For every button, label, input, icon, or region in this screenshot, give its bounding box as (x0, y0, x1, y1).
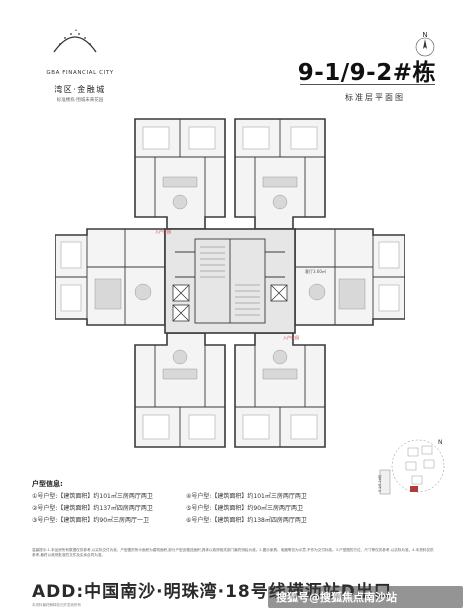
key-plan-label: 9-1/9-2#栋 (377, 474, 382, 492)
title-divider (300, 84, 435, 85)
floor-plan: 入户花园 入户花园 客厅3.60㎡ (55, 118, 405, 448)
plan-label-area: 客厅3.60㎡ (305, 268, 326, 274)
plan-label-entry-garden-a: 入户花园 (155, 228, 171, 234)
brand-name-cn: 湾区·金融城 (54, 85, 106, 94)
unit-right (294, 228, 405, 326)
footer-note: 本资料最终解释权归开发商所有 (32, 603, 81, 607)
watermark-background (268, 586, 463, 608)
page-subtitle: 标准层平面图 (345, 93, 405, 102)
unit-info-item: ⑥号户型:【建筑面积】约138㎡四房两厅两卫 (186, 517, 307, 524)
unit-info-item: ⑤号户型:【建筑面积】约90㎡三房两厅两卫 (186, 505, 304, 512)
brand-logo-icon (53, 29, 97, 53)
north-label: N (422, 31, 427, 39)
key-plan-north-label: N (438, 439, 443, 446)
plan-label-entry-garden-b: 入户花园 (283, 334, 299, 340)
unit-info-title: 户型信息: (32, 480, 63, 488)
key-plan-icon: N 9-1/9-2#栋 (377, 439, 445, 495)
unit-info-item: ③号户型:【建筑面积】约90㎡三房两厅一卫 (32, 517, 150, 524)
north-compass-icon: N (415, 31, 435, 57)
page-title: 9-1/9-2#栋 (297, 60, 436, 86)
unit-info-item: ②号户型:【建筑面积】约137㎡四房两厅两卫 (32, 505, 153, 512)
brand-name-en: GBA FINANCIAL CITY (46, 70, 114, 76)
unit-info-item: ①号户型:【建筑面积】约101㎡三房两厅两卫 (32, 493, 153, 500)
brand-slogan: 标准楼栋·围城未来花园 (56, 98, 104, 103)
disclaimer-notes: 温馨提示:1.本品房所有数据仅供参考,以实际交付为准。户型图的所示面积为建筑面积… (32, 548, 434, 557)
unit-info-item: ④号户型:【建筑面积】约101㎡三房两厅两卫 (186, 493, 307, 500)
watermark-text: 搜狐号@搜狐焦点南沙站 (276, 591, 397, 604)
